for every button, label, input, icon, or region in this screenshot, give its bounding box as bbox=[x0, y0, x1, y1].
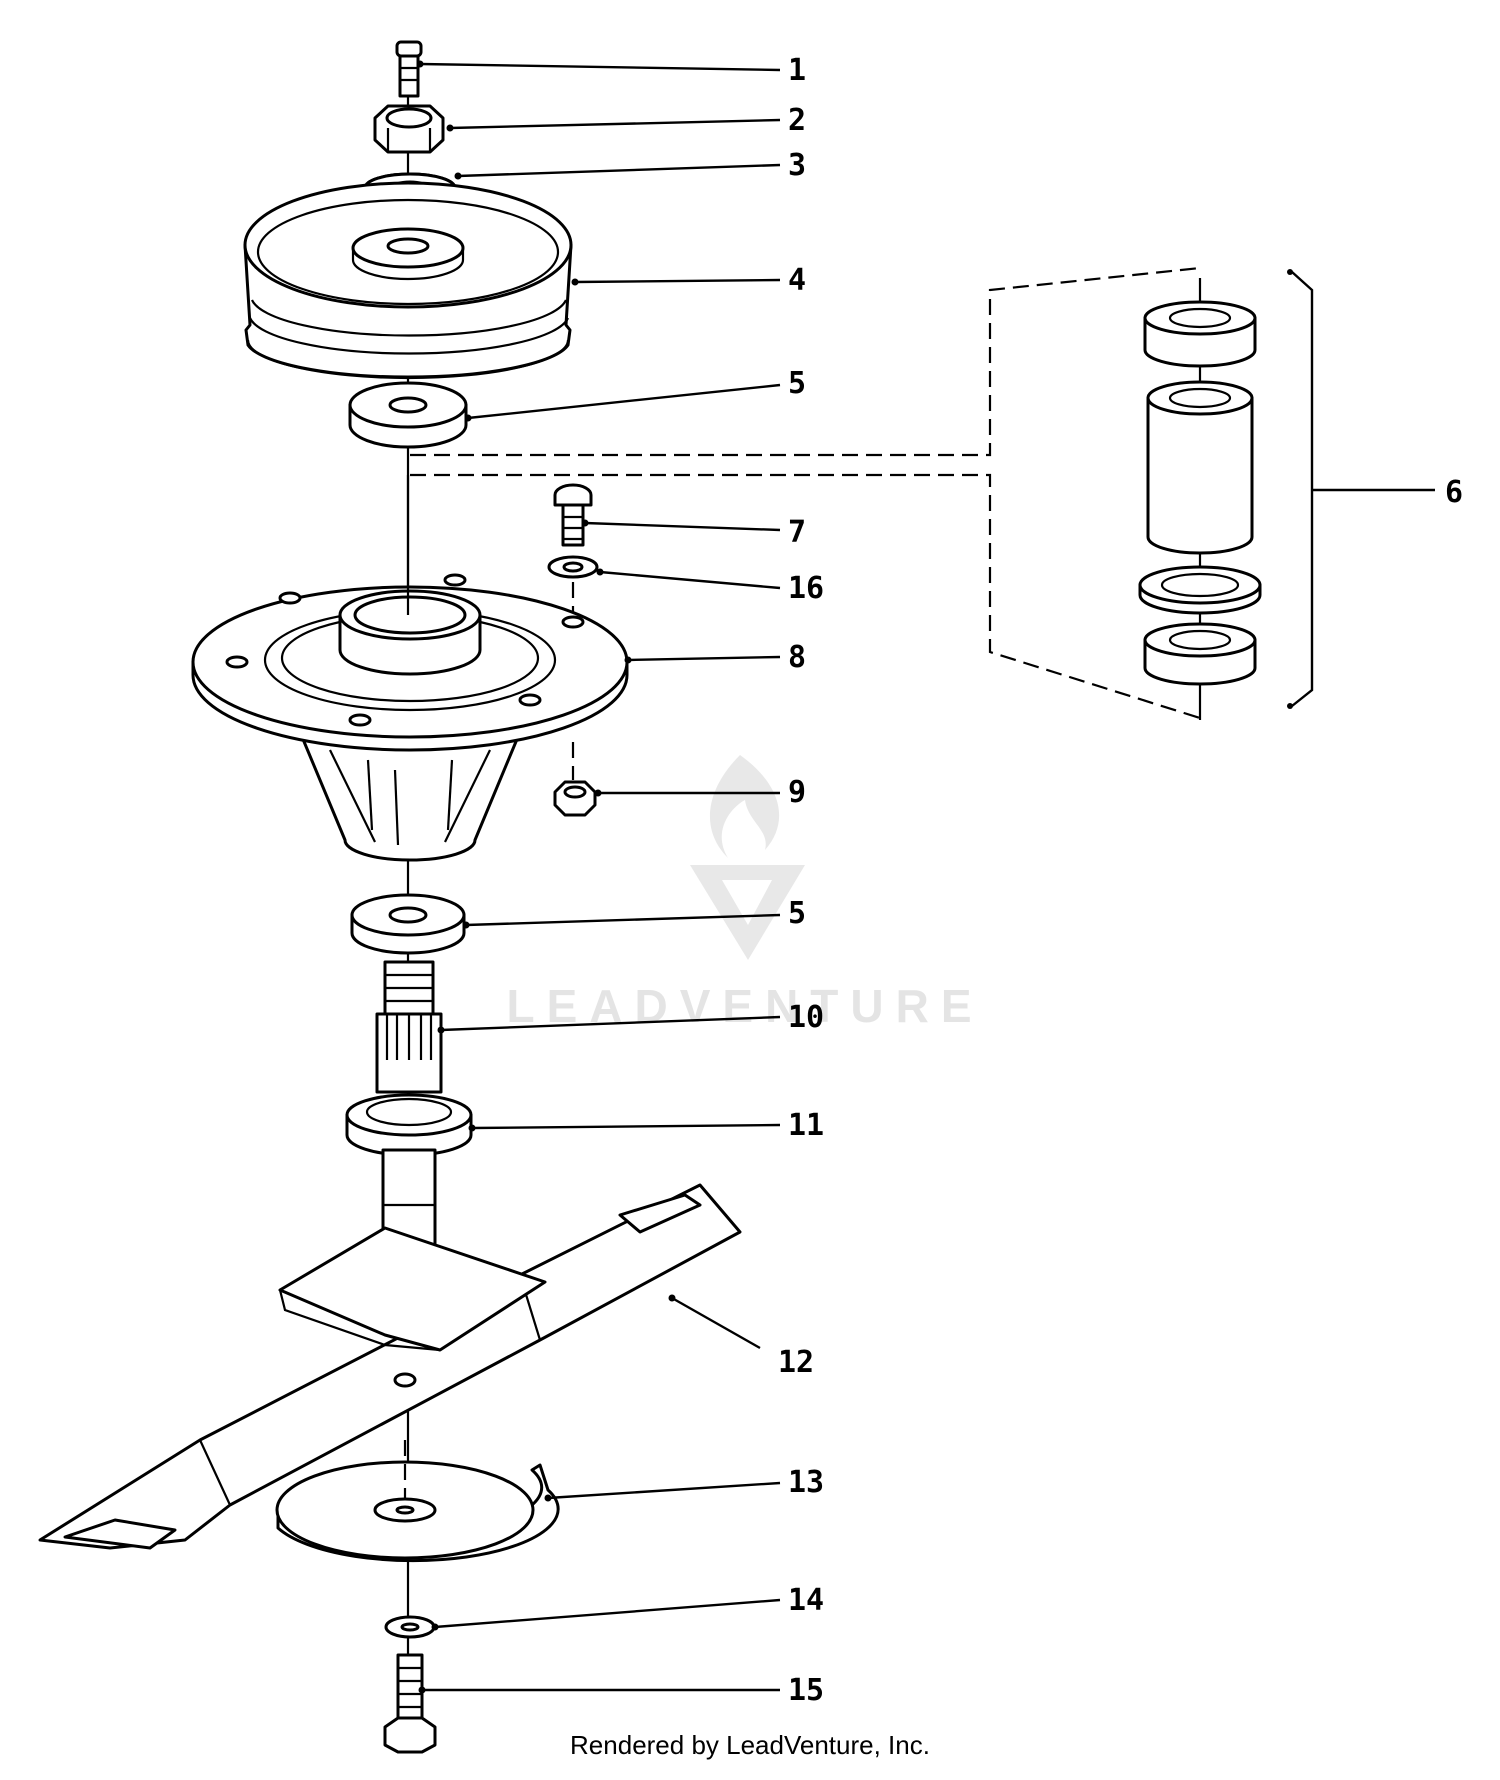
part-lock-washer bbox=[547, 555, 599, 579]
callout-label: 1 bbox=[788, 53, 806, 88]
bearing-kit-bracket bbox=[1287, 269, 1435, 709]
leader-dots bbox=[416, 60, 676, 1694]
part-spindle-housing bbox=[191, 573, 629, 862]
callout-label: 8 bbox=[788, 640, 806, 675]
part-bearing-kit bbox=[1138, 278, 1262, 720]
callout-label: 13 bbox=[788, 1465, 824, 1500]
callout-label: 5 bbox=[788, 896, 806, 931]
leader-lines bbox=[419, 62, 781, 1692]
part-hex-nut bbox=[373, 104, 445, 154]
callout-label: 16 bbox=[788, 571, 824, 606]
callout-numbers: 1 2 3 4 5 6 7 16 8 9 5 10 11 12 13 14 15 bbox=[778, 53, 1463, 1708]
callout-label: 6 bbox=[1445, 475, 1463, 510]
watermark-flame-icon bbox=[709, 755, 780, 858]
part-spindle-shaft bbox=[375, 960, 443, 1094]
part-lock-nut bbox=[553, 780, 597, 817]
bearing-kit-guide bbox=[406, 266, 1201, 720]
callout-label: 15 bbox=[788, 1673, 824, 1708]
callout-label: 2 bbox=[788, 103, 806, 138]
part-spacer-washer-lower bbox=[350, 893, 466, 955]
callout-label: 14 bbox=[788, 1583, 824, 1618]
callout-label: 12 bbox=[778, 1345, 814, 1380]
part-pulley bbox=[243, 181, 573, 380]
callout-label: 5 bbox=[788, 366, 806, 401]
callout-label: 3 bbox=[788, 148, 806, 183]
callout-label: 11 bbox=[788, 1108, 824, 1143]
callout-label: 4 bbox=[788, 263, 806, 298]
part-grease-fitting bbox=[395, 40, 423, 98]
part-mower-blade bbox=[38, 1183, 742, 1550]
part-washer-bottom bbox=[384, 1615, 436, 1639]
part-spacer-washer-upper bbox=[348, 381, 468, 449]
part-carriage-bolt bbox=[553, 483, 593, 547]
footer-credit: Rendered by LeadVenture, Inc. bbox=[570, 1730, 930, 1760]
callout-label: 9 bbox=[788, 775, 806, 810]
watermark-v-icon bbox=[690, 865, 805, 960]
callout-label: 10 bbox=[788, 1000, 824, 1035]
part-blade-bolt bbox=[383, 1653, 437, 1754]
part-blade-cup bbox=[275, 1460, 560, 1563]
callout-label: 7 bbox=[788, 515, 806, 550]
